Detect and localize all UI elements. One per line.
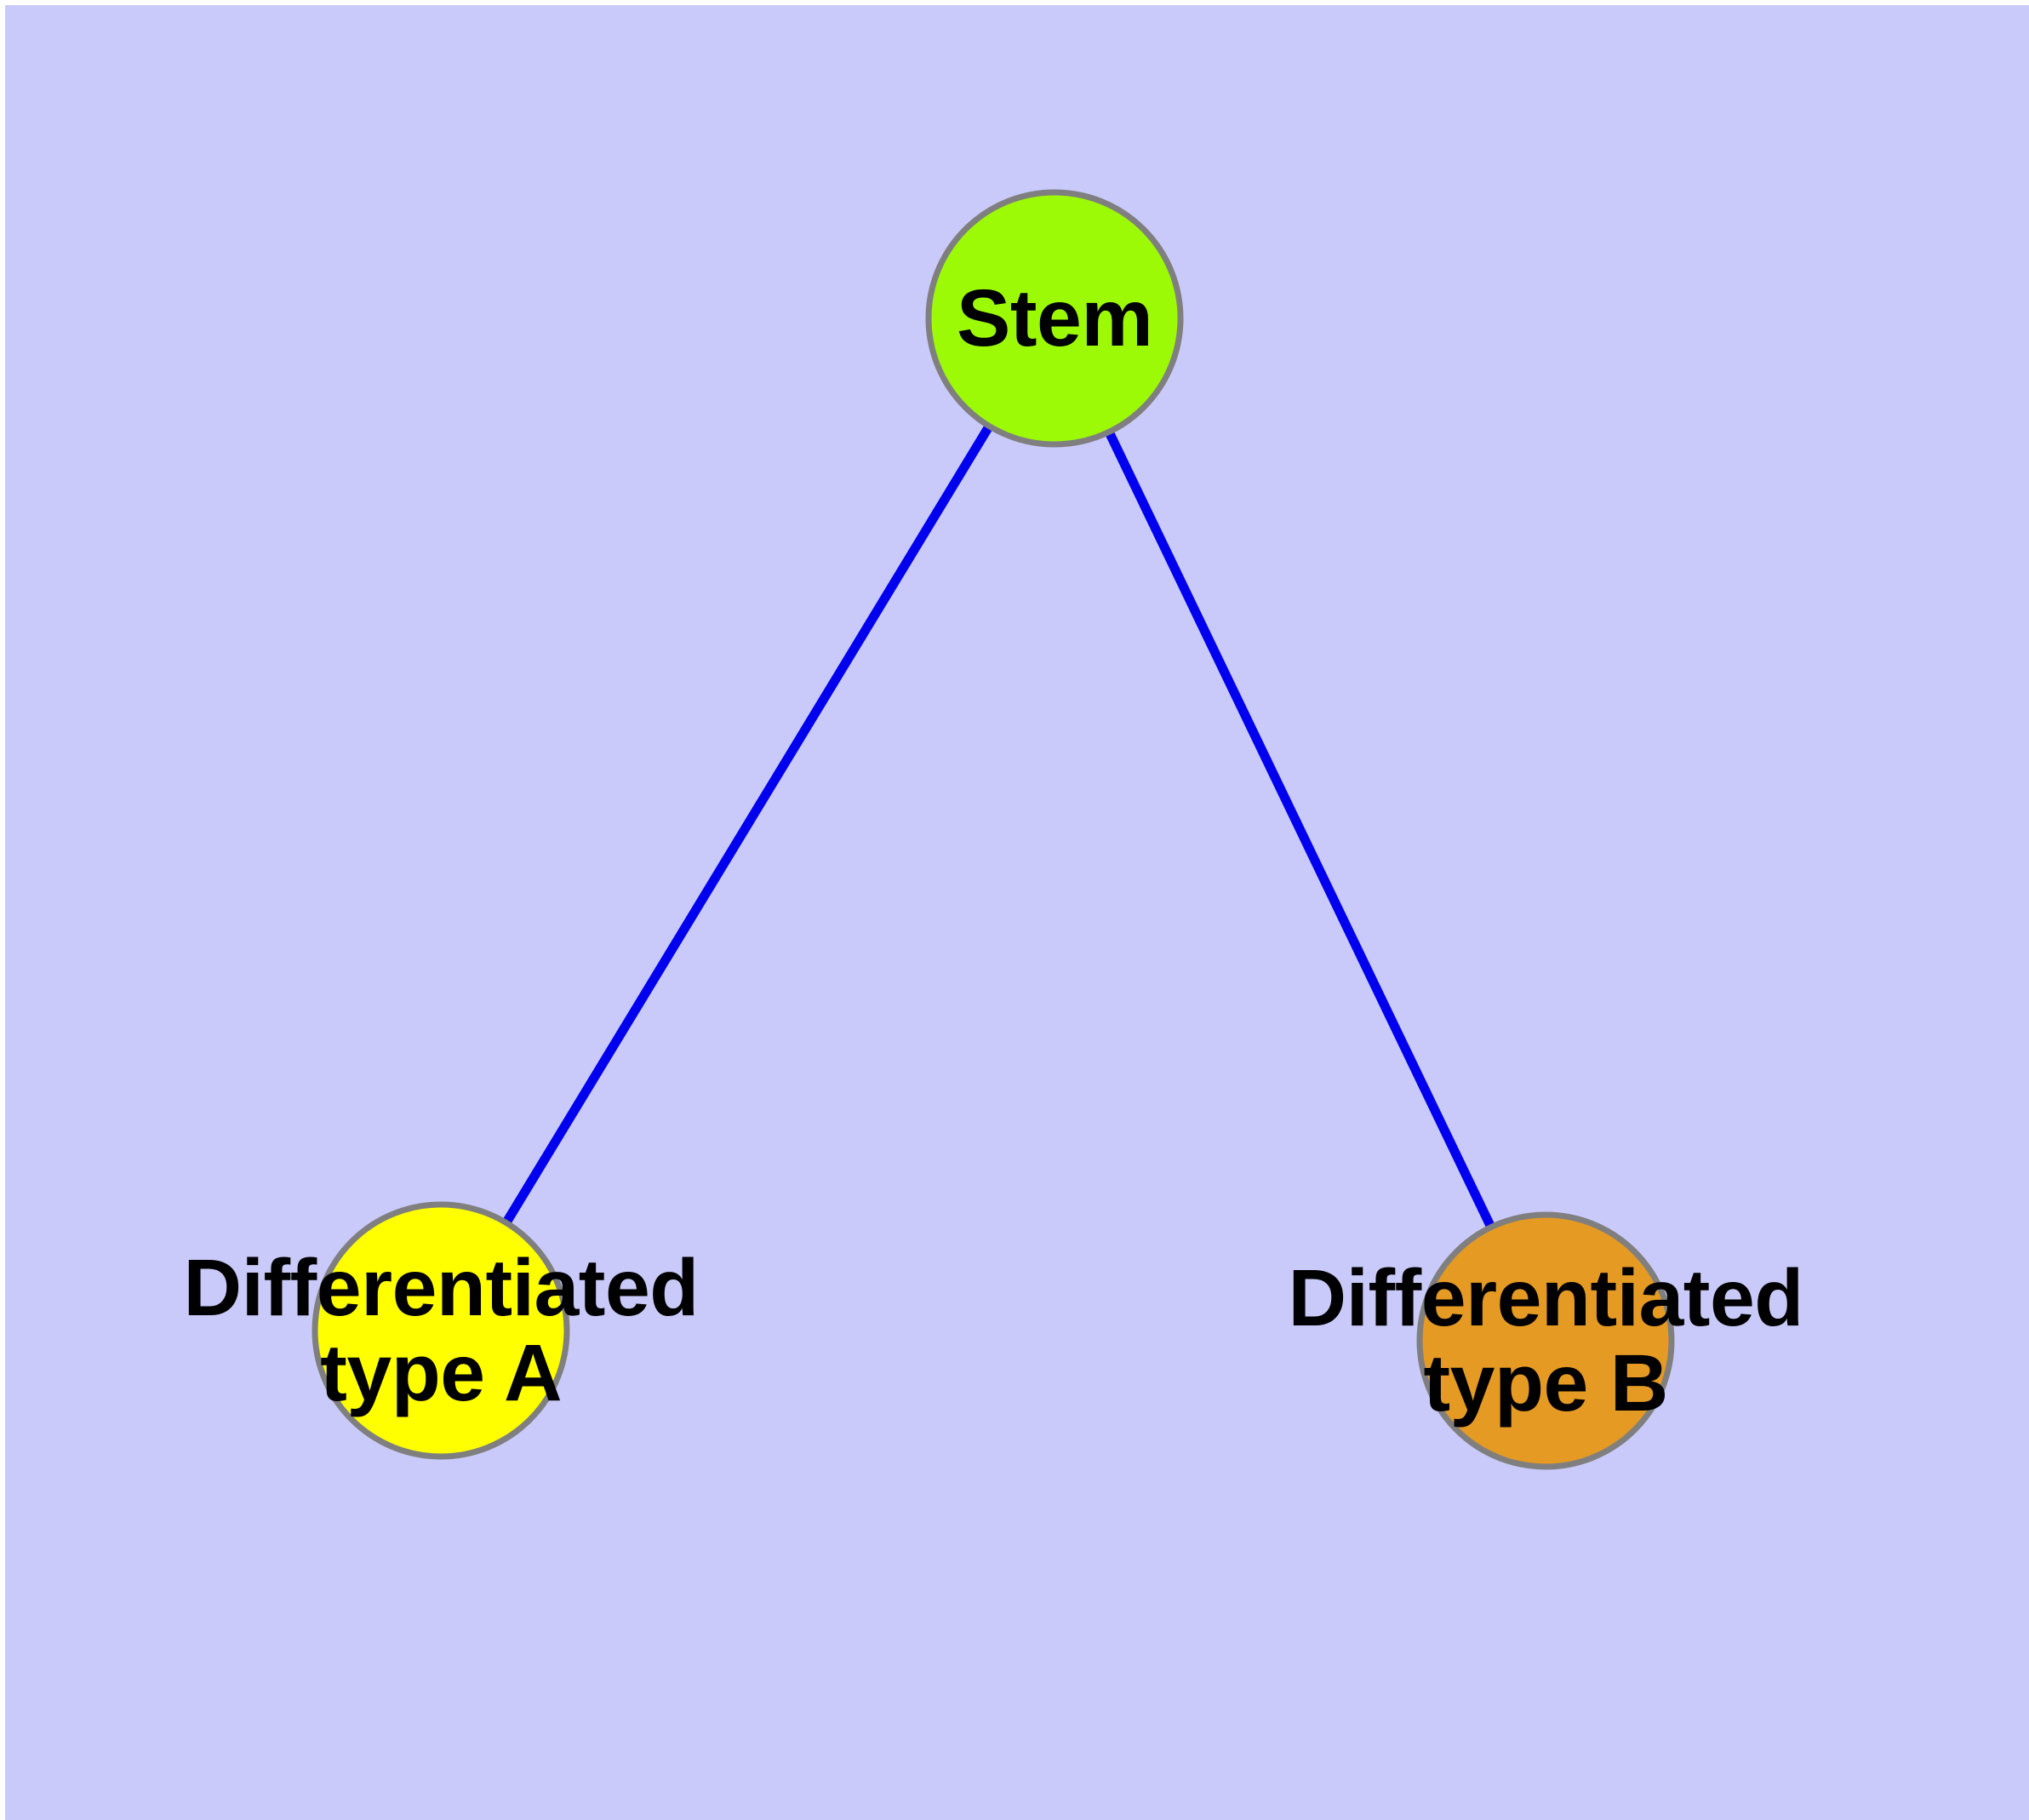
edge-layer xyxy=(503,425,1495,1228)
node-diff_b[interactable] xyxy=(1416,1211,1675,1470)
node-diff_a[interactable] xyxy=(311,1201,570,1460)
node-layer xyxy=(311,189,1675,1470)
edge-stem-diff-b[interactable] xyxy=(1105,431,1495,1228)
node-stem[interactable] xyxy=(925,189,1184,448)
edge-stem-diff-a[interactable] xyxy=(503,425,992,1224)
